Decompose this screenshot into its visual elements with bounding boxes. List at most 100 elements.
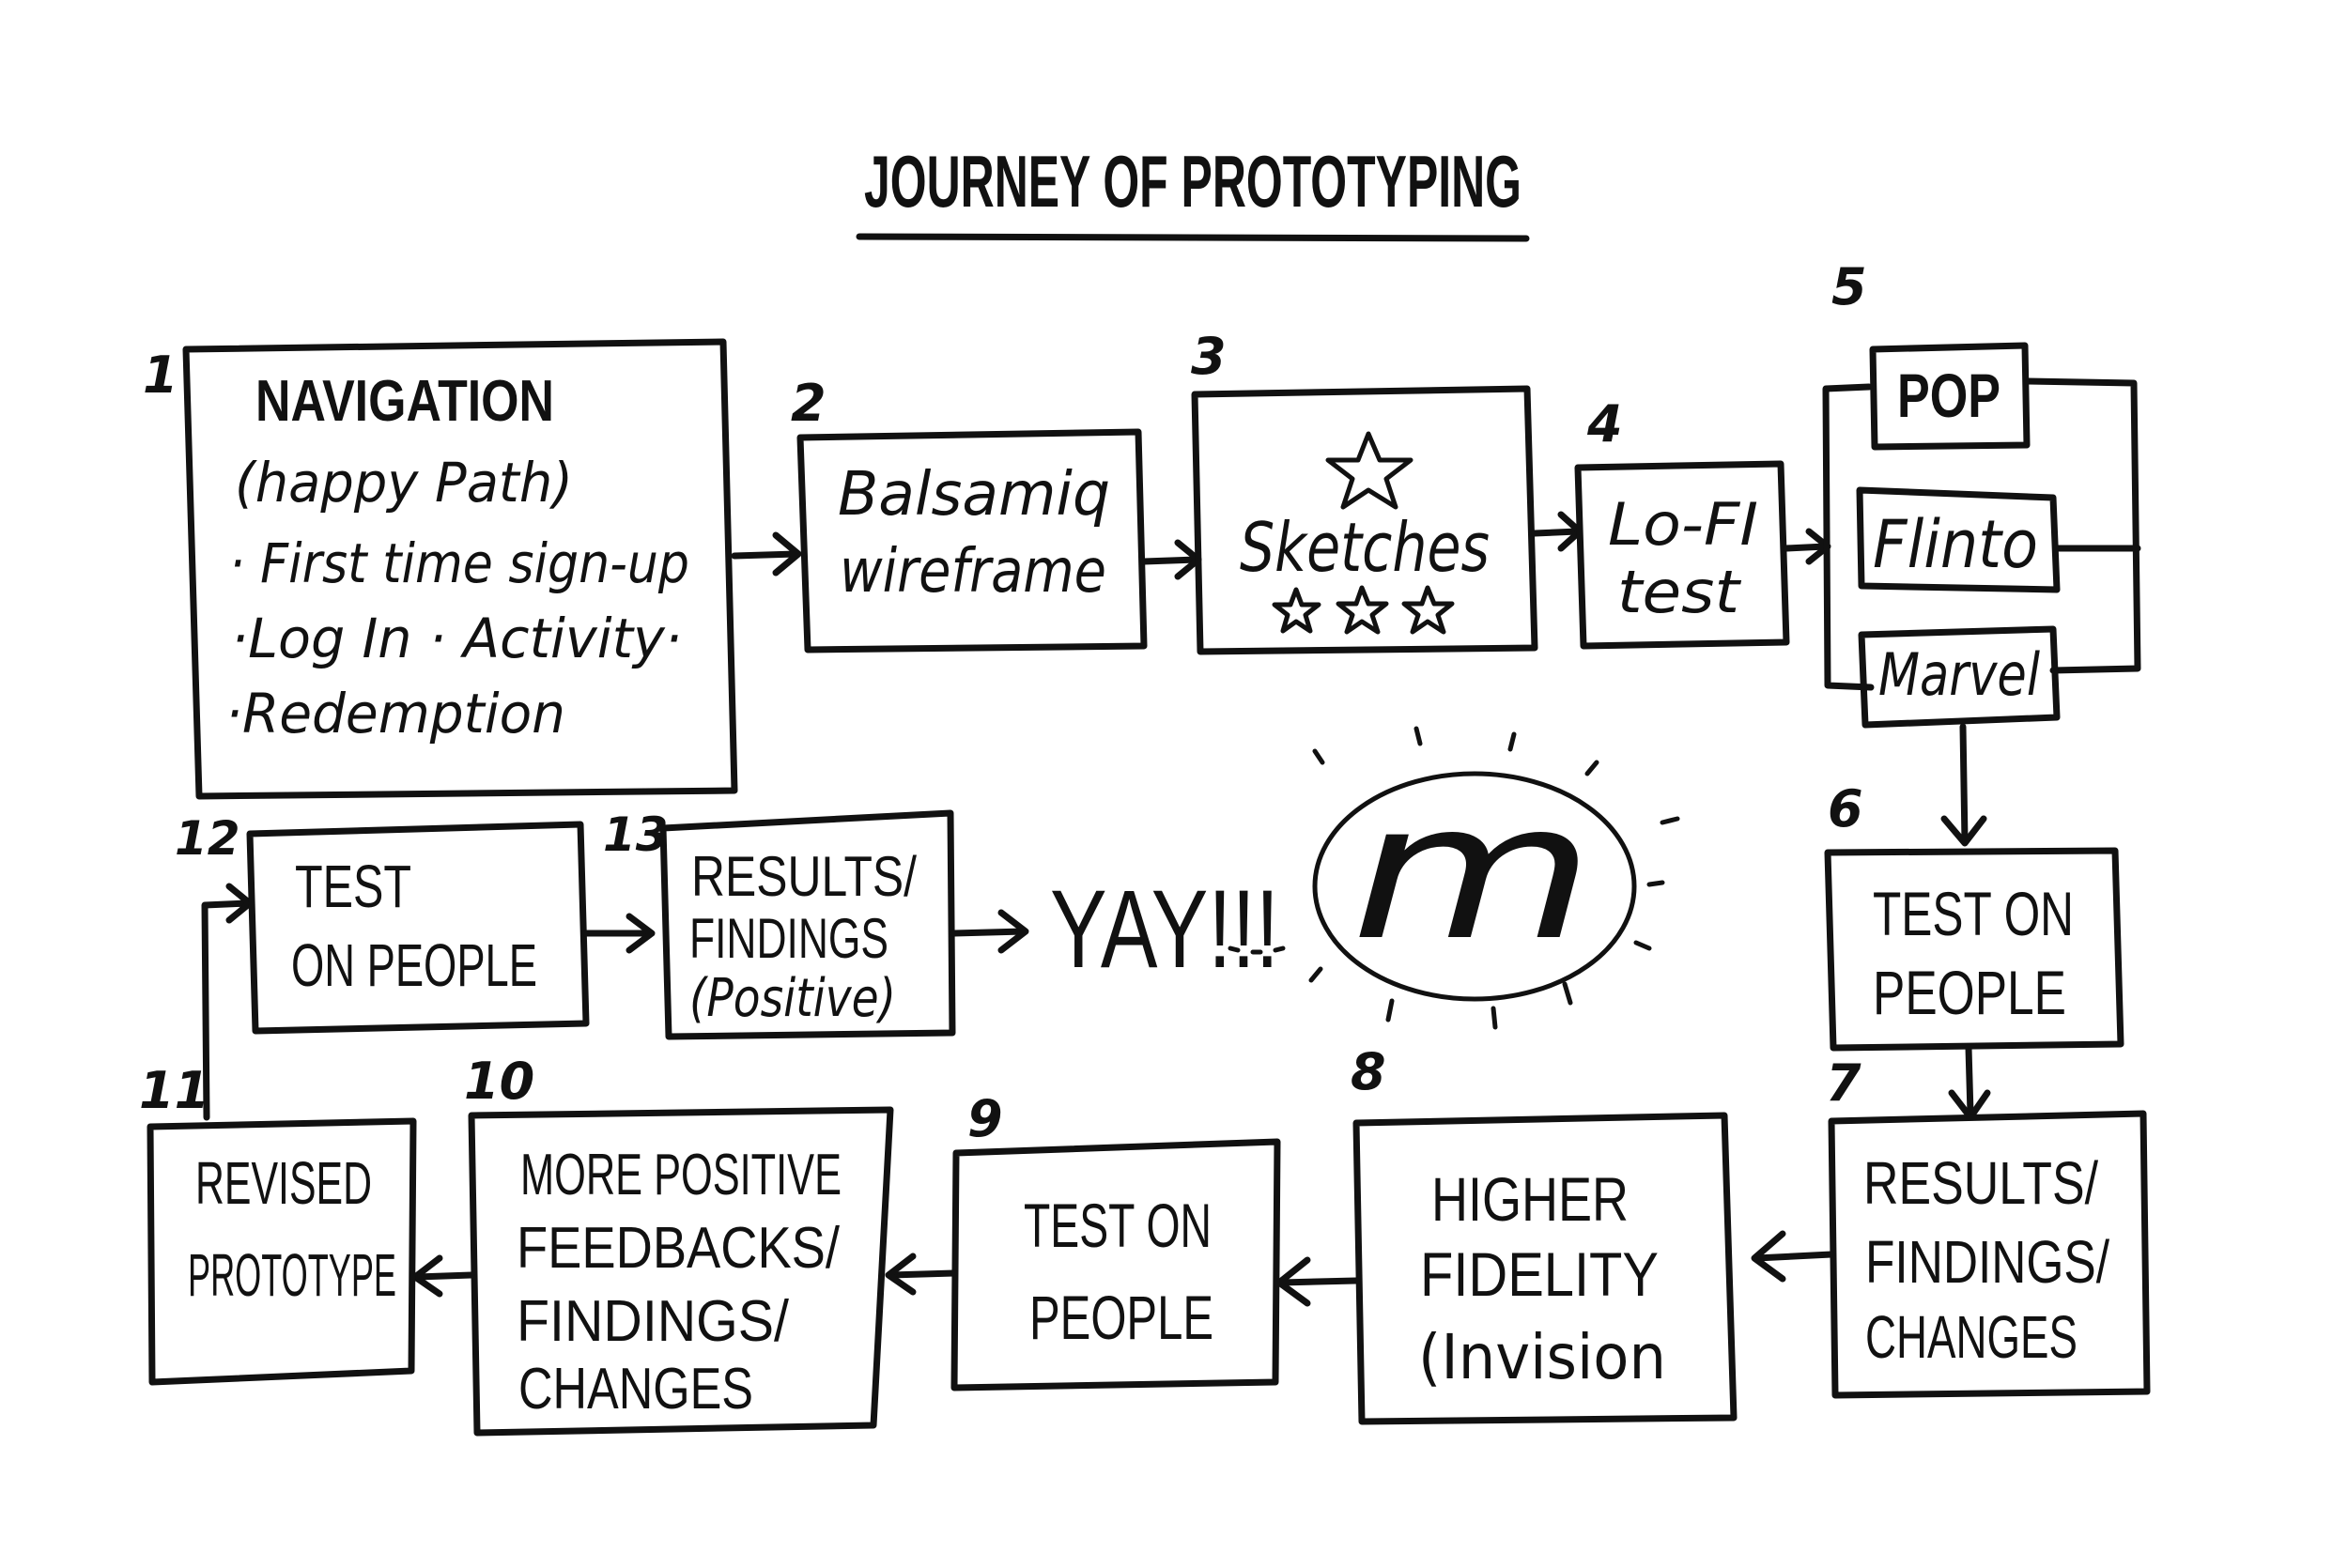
step-10-line-1: MORE POSITIVE: [520, 1143, 842, 1207]
step-11-line-2: PROTOTYPE: [188, 1241, 396, 1309]
step-1-line-5: ·Redemption: [225, 682, 565, 746]
star-icon-large: [1325, 431, 1413, 510]
tool-pop-box: [1869, 342, 2031, 451]
step-1-line-3: · First time sign-up: [229, 531, 689, 595]
arrow-1-to-2: [731, 531, 802, 576]
step-4-lofi-test: 4 Lo-FI test: [1574, 394, 1790, 650]
star-icon-small-3: [1401, 585, 1455, 635]
arrow-3-to-4: [1531, 511, 1583, 552]
tools-bracket-right: [2023, 377, 2141, 674]
step-12-number: 12: [175, 811, 240, 866]
arrow-6-to-7: [1948, 1044, 1991, 1121]
step-10-line-3: FINDINGS/: [517, 1289, 790, 1354]
step-1-box: [182, 338, 738, 800]
step-13-line-1: RESULTS/: [691, 845, 917, 908]
step-6-box: [1824, 847, 2124, 1052]
step-4-box: [1574, 460, 1790, 650]
arrow-4-to-5: [1783, 528, 1831, 565]
step-13-line-2: FINDINGS: [689, 907, 888, 970]
step-9-line-1: TEST ON: [1024, 1191, 1212, 1260]
step-9-box: [950, 1138, 1281, 1391]
step-3-number: 3: [1191, 327, 1227, 386]
step-7-line-1: RESULTS/: [1863, 1149, 2098, 1217]
arrow-7-to-8: [1751, 1230, 1835, 1283]
step-1-navigation: 1 NAVIGATION (happy Path) · First time s…: [143, 338, 738, 800]
celebration-logo-icon: m: [1308, 726, 1680, 1030]
arrow-12-to-13: [582, 913, 656, 954]
step-11-number: 11: [139, 1061, 209, 1120]
arrow-10-to-11: [411, 1254, 475, 1298]
step-1-line-1: NAVIGATION: [255, 369, 554, 434]
diagram-title: JOURNEY OF PROTOTYPING: [864, 140, 1522, 223]
step-9-number: 9: [967, 1089, 1003, 1148]
step-4-line-1: Lo-FI: [1608, 490, 1758, 559]
arrow-11-to-12: [201, 883, 254, 1121]
tools-bracket-left: [1822, 383, 1875, 691]
step-13-line-3: (Positive): [689, 968, 896, 1029]
step-9-test-on-people: 9 TEST ON PEOPLE: [950, 1089, 1281, 1391]
arrow-2-to-3: [1140, 539, 1202, 580]
step-2-line-1: Balsamiq: [838, 460, 1110, 530]
step-11-revised-prototype: 11 REVISED PROTOTYPE: [139, 1061, 417, 1386]
step-6-line-2: PEOPLE: [1873, 958, 2066, 1027]
step-8-box: [1352, 1112, 1738, 1425]
step-10-line-2: FEEDBACKS/: [517, 1216, 841, 1281]
tool-flinto-box: [1856, 486, 2061, 593]
star-icon-small-1: [1272, 587, 1321, 634]
step-2-box: [796, 428, 1148, 653]
step-12-line-1: TEST: [295, 853, 411, 920]
step-13-number: 13: [603, 807, 669, 862]
step-5-number: 5: [1831, 257, 1867, 316]
step-12-line-2: ON PEOPLE: [291, 931, 537, 999]
step-4-line-2: test: [1617, 558, 1742, 626]
arrow-5-to-6: [1940, 723, 1987, 847]
step-2-balsamiq: 2 Balsamiq wireframe: [791, 374, 1148, 653]
tool-marvel-label: Marvel: [1878, 640, 2040, 709]
step-10-more-feedback: 10 MORE POSITIVE FEEDBACKS/ FINDINGS/ CH…: [464, 1052, 894, 1437]
yay-dots: [1228, 945, 1286, 955]
step-6-number: 6: [1828, 779, 1863, 838]
step-13-results-positive: 13 RESULTS/ FINDINGS (Positive): [603, 807, 956, 1040]
step-1-line-2: (happy Path): [235, 451, 573, 515]
step-12-test-on-people: 12 TEST ON PEOPLE: [175, 811, 590, 1035]
title-underline: [856, 233, 1530, 242]
step-4-number: 4: [1586, 394, 1623, 453]
step-6-test-on-people: 6 TEST ON PEOPLE: [1824, 779, 2124, 1052]
tool-pop-label: POP: [1897, 361, 2000, 430]
step-7-number: 7: [1826, 1053, 1861, 1113]
arrow-8-to-9: [1275, 1256, 1360, 1307]
step-7-line-2: FINDINGS/: [1865, 1228, 2109, 1296]
step-8-higher-fidelity: 8 HIGHER FIDELITY (Invision: [1351, 1042, 1738, 1425]
step-3-box: [1191, 385, 1538, 655]
step-5-tools: 5 POP Flinto Marvel: [1822, 257, 2141, 729]
step-10-line-4: CHANGES: [518, 1357, 753, 1422]
step-8-line-3: (Invision: [1418, 1321, 1666, 1393]
step-10-box: [468, 1106, 894, 1437]
step-13-box: [659, 809, 956, 1040]
step-2-number: 2: [791, 374, 826, 433]
step-11-box: [147, 1117, 417, 1386]
step-6-line-1: TEST ON: [1873, 879, 2074, 948]
star-icon-small-2: [1336, 585, 1389, 635]
step-12-box: [246, 821, 590, 1035]
logo-circle: [1312, 771, 1637, 1002]
step-1-number: 1: [143, 346, 178, 405]
logo-letter: m: [1351, 763, 1595, 982]
step-7-box: [1828, 1110, 2151, 1399]
step-11-line-1: REVISED: [195, 1149, 372, 1217]
arrow-9-to-10: [885, 1253, 958, 1296]
arrow-13-to-yay: [950, 909, 1029, 954]
step-3-sketches: 3 Sketches: [1191, 327, 1538, 655]
step-9-line-2: PEOPLE: [1029, 1283, 1213, 1352]
tool-marvel-box: [1858, 625, 2061, 729]
step-10-number: 10: [464, 1052, 534, 1111]
step-7-line-3: CHANGES: [1865, 1303, 2078, 1371]
step-7-results: 7 RESULTS/ FINDINGS/ CHANGES: [1826, 1053, 2151, 1399]
step-8-line-1: HIGHER: [1431, 1164, 1629, 1234]
step-8-number: 8: [1351, 1042, 1386, 1101]
yay-exclamation: YAY!!!: [1050, 868, 1279, 992]
step-3-line-1: Sketches: [1240, 508, 1490, 587]
step-8-line-2: FIDELITY: [1420, 1239, 1659, 1309]
tool-flinto-label: Flinto: [1873, 506, 2038, 583]
